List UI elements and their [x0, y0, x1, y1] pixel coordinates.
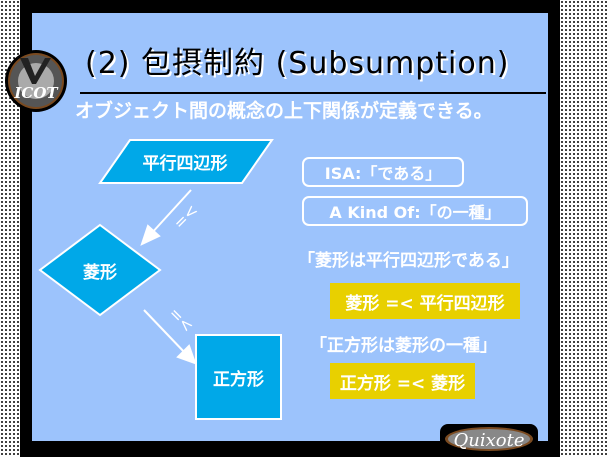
akindof-label: A Kind Of:「の一種」 — [302, 196, 528, 226]
title-divider — [80, 92, 546, 94]
quixote-logo: Quixote — [440, 424, 538, 454]
diamond-label: 菱形 — [83, 262, 117, 283]
formula-2: 正方形 =< 菱形 — [330, 363, 475, 399]
diamond-shape — [38, 223, 162, 317]
arrow-icon — [140, 189, 197, 365]
icot-logo: ICOT — [5, 50, 67, 112]
formula-1: 菱形 =< 平行四辺形 — [330, 283, 520, 319]
quixote-text: Quixote — [454, 430, 525, 451]
v-mark-icon — [20, 58, 51, 84]
subtitle: オブジェクト間の概念の上下関係が定義できる。 — [75, 100, 493, 122]
square-shape — [195, 334, 282, 420]
parallelogram-shape — [98, 139, 274, 184]
statement-1: 「菱形は平行四辺形である」 — [298, 251, 519, 271]
icot-text: ICOT — [13, 84, 59, 102]
isa-label: ISA:「である」 — [302, 157, 464, 187]
square-label: 正方形 — [213, 369, 264, 390]
hierarchy-diagram: =< =< — [38, 139, 282, 420]
parallelogram-label: 平行四辺形 — [142, 154, 228, 174]
relation-symbol-1: =< — [169, 200, 201, 232]
relation-symbol-2: =< — [165, 303, 197, 335]
statement-2: 「正方形は菱形の一種」 — [310, 336, 497, 356]
page-title: (2) 包摂制約 (Subsumption) — [85, 46, 510, 81]
